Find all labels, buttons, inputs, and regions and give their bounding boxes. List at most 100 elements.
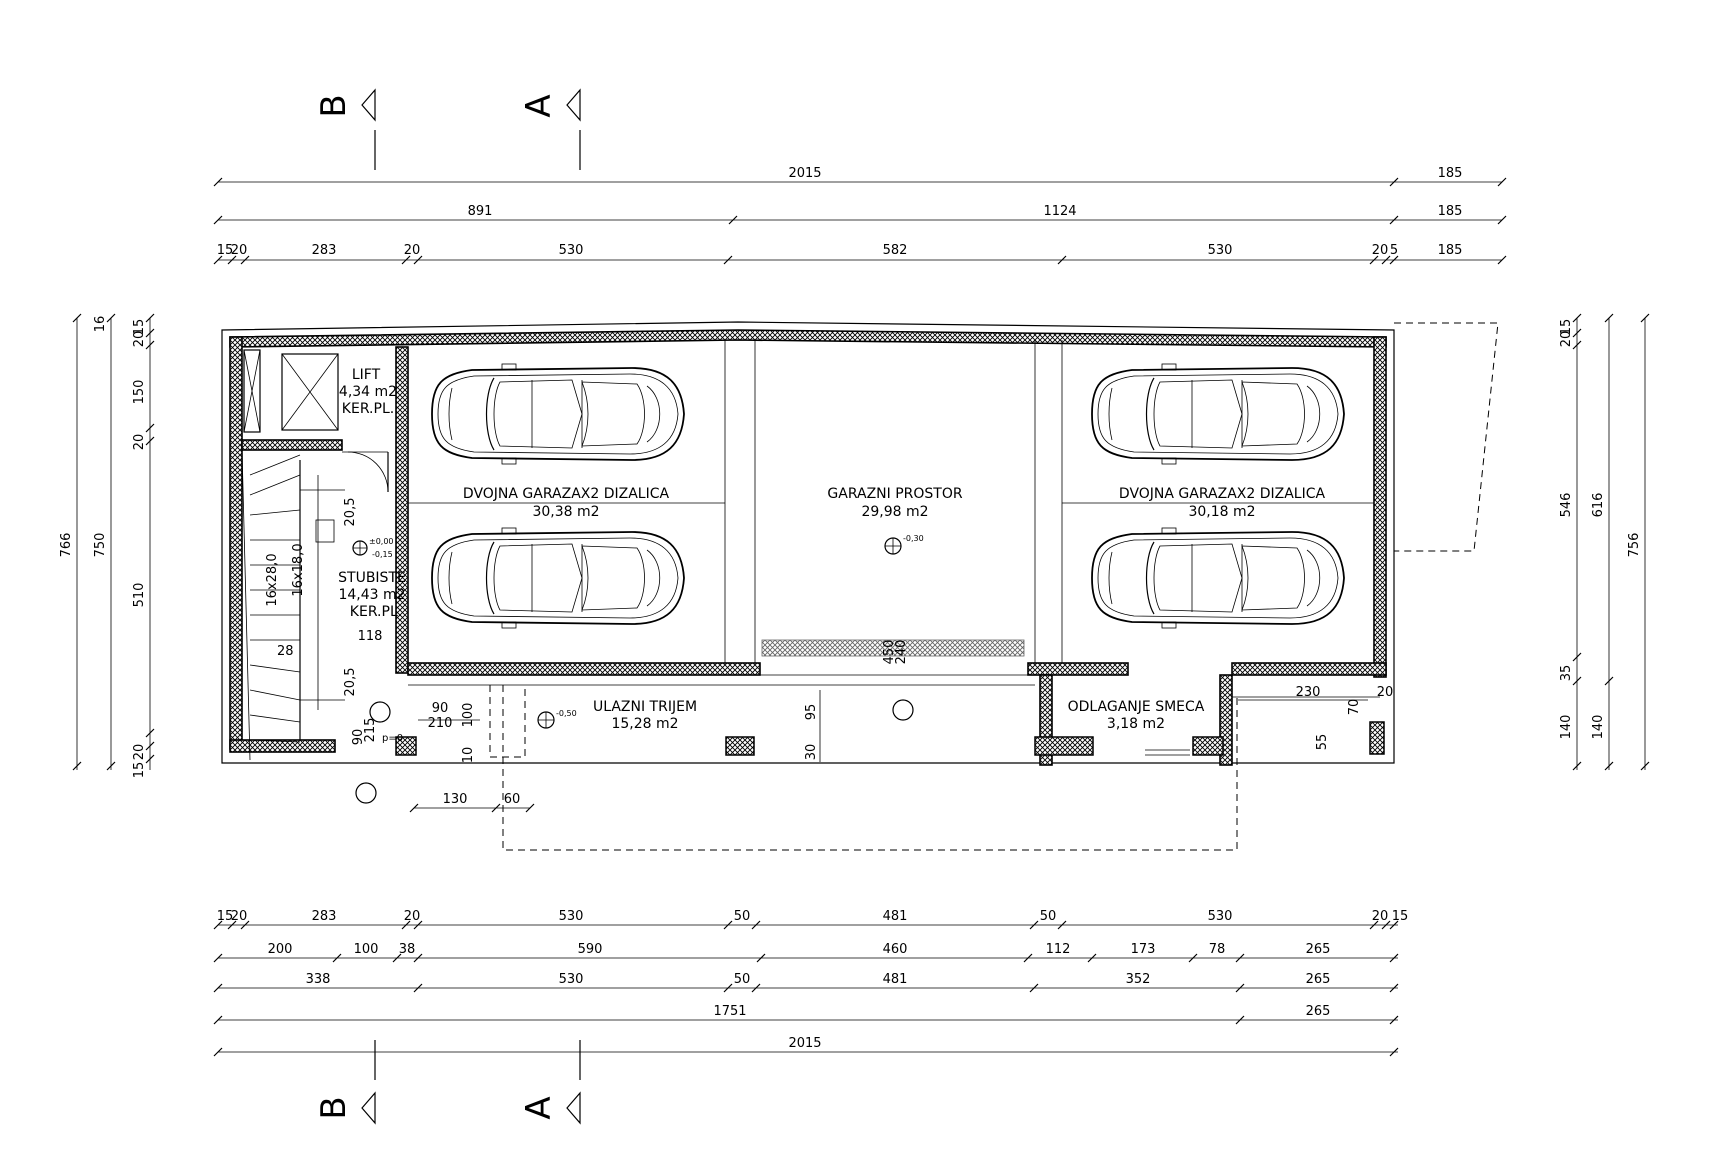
dim-b4-1751: 1751 bbox=[713, 1004, 746, 1019]
dim-top-185b: 185 bbox=[1438, 204, 1463, 219]
dim-b2-460: 460 bbox=[883, 942, 908, 957]
garage-left-name: DVOJNA GARAZAX2 DIZALICA bbox=[463, 486, 670, 502]
dim-right-140b: 140 bbox=[1591, 715, 1606, 740]
dim-55: 55 bbox=[1315, 734, 1330, 751]
dim-top-530a: 530 bbox=[559, 243, 584, 258]
dim-b2-265: 265 bbox=[1306, 942, 1331, 957]
dim-b1-20a: 20 bbox=[231, 909, 248, 924]
room-labels: DVOJNA GARAZAX2 DIZALICA 30,38 m2 GARAZN… bbox=[463, 486, 1326, 732]
dim-left-15b: 15 bbox=[132, 762, 147, 779]
bottom-dimension-chains: 15 20 283 20 530 50 481 50 530 20 15 200… bbox=[213, 909, 1409, 1057]
dim-right-35: 35 bbox=[1559, 665, 1574, 682]
garage-mid-area: 29,98 m2 bbox=[861, 504, 928, 520]
lift-area: 4,34 m2 bbox=[339, 384, 397, 400]
dim-left-20a: 20 bbox=[132, 434, 147, 451]
dim-right-15: 15 bbox=[1559, 319, 1574, 336]
dim-right-616: 616 bbox=[1591, 493, 1606, 518]
dim-130: 130 bbox=[443, 792, 468, 807]
dim-left-20b: 20 bbox=[132, 331, 147, 348]
dim-b5-2015: 2015 bbox=[788, 1036, 821, 1051]
dim-450: 450 bbox=[882, 640, 897, 665]
inside-dimensions: 90 210 100 90 215 p=0 10 95 30 230 70 55… bbox=[351, 640, 1393, 813]
stair-dim-20a: 20,5 bbox=[343, 498, 358, 527]
dim-b1-20c: 20 bbox=[1372, 909, 1389, 924]
dim-215: 215 bbox=[363, 718, 378, 743]
section-label-a-top: A bbox=[519, 94, 559, 117]
dim-left-16: 16 bbox=[93, 316, 108, 333]
dashed-outlines bbox=[489, 322, 1499, 851]
lift-name: LIFT bbox=[352, 367, 381, 383]
dim-top-15: 15 bbox=[217, 243, 234, 258]
dim-b3-265: 265 bbox=[1306, 972, 1331, 987]
level-markers: -0,30 -0,50 bbox=[355, 534, 924, 804]
stair-label-1: 16x28,0 bbox=[265, 553, 280, 606]
right-dimension-chains: 546 35 140 20 15 616 140 756 bbox=[1559, 313, 1650, 771]
dim-60: 60 bbox=[504, 792, 521, 807]
dim-b2-78: 78 bbox=[1209, 942, 1226, 957]
dim-b3-481: 481 bbox=[883, 972, 908, 987]
dim-b1-530b: 530 bbox=[1208, 909, 1233, 924]
dim-top-2015: 2015 bbox=[788, 166, 821, 181]
dim-b1-530a: 530 bbox=[559, 909, 584, 924]
dim-b2-173: 173 bbox=[1131, 942, 1156, 957]
dim-90b: 90 bbox=[351, 729, 366, 746]
garage-left-area: 30,38 m2 bbox=[532, 504, 599, 520]
dim-b3-352: 352 bbox=[1126, 972, 1151, 987]
smece-area: 3,18 m2 bbox=[1107, 716, 1165, 732]
stubiste-floor: KER.PL. bbox=[350, 604, 402, 620]
stair-dim-118: 118 bbox=[358, 629, 383, 644]
dim-top-1124: 1124 bbox=[1043, 204, 1076, 219]
dim-b2-200: 200 bbox=[268, 942, 293, 957]
dim-b1-15b: 15 bbox=[1392, 909, 1409, 924]
smece-name: ODLAGANJE SMECA bbox=[1068, 699, 1205, 715]
dim-right-20: 20 bbox=[1559, 331, 1574, 348]
dim-b3-50: 50 bbox=[734, 972, 751, 987]
stubiste-area: 14,43 m2 bbox=[338, 587, 405, 603]
dim-b2-100: 100 bbox=[354, 942, 379, 957]
dim-top-283: 283 bbox=[312, 243, 337, 258]
dim-b1-20b: 20 bbox=[404, 909, 421, 924]
trijem-name: ULAZNI TRIJEM bbox=[593, 699, 697, 715]
car-icon bbox=[431, 363, 685, 465]
dim-right-546: 546 bbox=[1559, 493, 1574, 518]
dim-240: 240 bbox=[894, 640, 909, 665]
dim-p0: p=0 bbox=[382, 733, 403, 744]
dim-70: 70 bbox=[1347, 699, 1362, 716]
dim-right-756: 756 bbox=[1627, 533, 1642, 558]
stair-label-2: 16x18,0 bbox=[291, 543, 306, 596]
section-label-a-bottom: A bbox=[519, 1096, 559, 1119]
porch-level: -0,50 bbox=[556, 709, 577, 718]
dim-left-766: 766 bbox=[59, 533, 74, 558]
dim-b2-38: 38 bbox=[399, 942, 416, 957]
dim-b4-265: 265 bbox=[1306, 1004, 1331, 1019]
car-icon bbox=[431, 527, 685, 629]
section-marker-a-top: A bbox=[519, 88, 581, 170]
dim-95: 95 bbox=[804, 704, 819, 721]
dim-top-20c: 20 bbox=[1372, 243, 1389, 258]
garage-level: -0,30 bbox=[903, 534, 924, 543]
dim-b3-530: 530 bbox=[559, 972, 584, 987]
dim-30: 30 bbox=[804, 744, 819, 761]
garage-right-name: DVOJNA GARAZAX2 DIZALICA bbox=[1119, 486, 1326, 502]
dim-left-750: 750 bbox=[93, 533, 108, 558]
stair-level-b: -0,15 bbox=[372, 550, 393, 559]
dim-left-150: 150 bbox=[132, 380, 147, 405]
dim-90a: 90 bbox=[432, 701, 449, 716]
section-marker-b-bottom: B bbox=[314, 1040, 376, 1125]
dim-left-510: 510 bbox=[132, 583, 147, 608]
dim-top-185a: 185 bbox=[1438, 166, 1463, 181]
staircase: 16x28,0 16x18,0 20,5 20,5 28 ±0,00 -0,15… bbox=[241, 449, 406, 761]
dim-top-582: 582 bbox=[883, 243, 908, 258]
top-dimension-chains: 2015 185 891 1124 185 15 20 283 20 530 5… bbox=[213, 166, 1507, 265]
lift-shaft: LIFT 4,34 m2 KER.PL. bbox=[243, 349, 397, 433]
dim-b1-15a: 15 bbox=[217, 909, 234, 924]
section-marker-b-top: B bbox=[314, 88, 376, 170]
dim-left-15a: 15 bbox=[132, 319, 147, 336]
dim-b2-112: 112 bbox=[1046, 942, 1071, 957]
dim-230: 230 bbox=[1296, 685, 1321, 700]
dim-top-5: 5 bbox=[1390, 243, 1398, 258]
dim-100: 100 bbox=[461, 703, 476, 728]
dim-top-530b: 530 bbox=[1208, 243, 1233, 258]
dim-b3-338: 338 bbox=[306, 972, 331, 987]
